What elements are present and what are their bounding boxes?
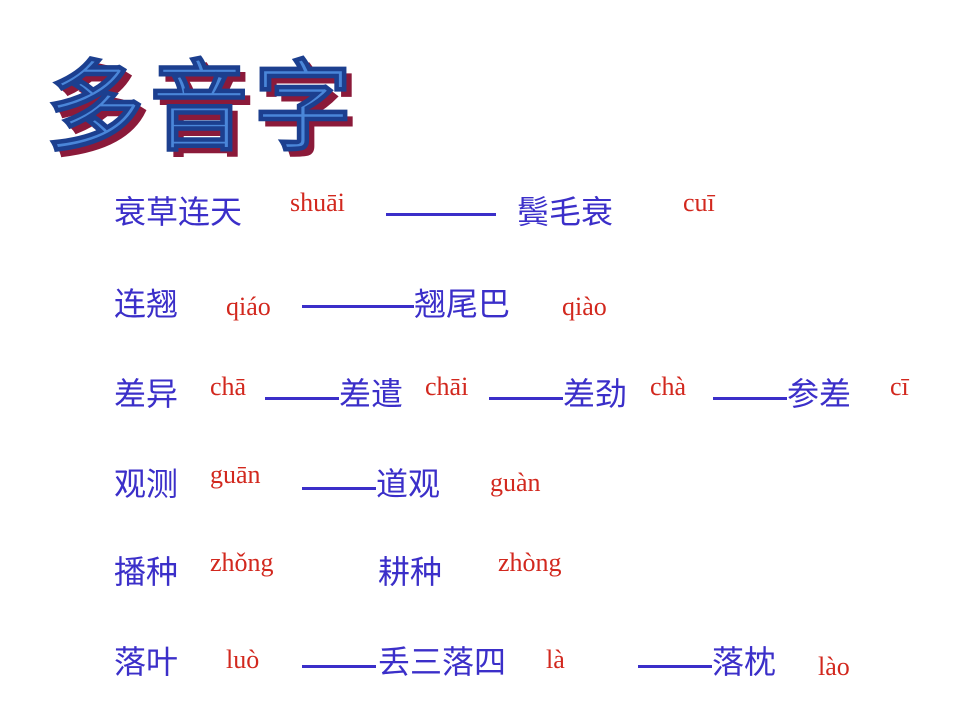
row6-word2: 丢三落四 <box>378 643 507 681</box>
row2-dash1 <box>302 305 414 308</box>
row3-dash2 <box>489 397 563 400</box>
row3-word1: 差异 <box>114 375 179 413</box>
row6-word3: 落枕 <box>712 643 777 681</box>
title-shadow: 多音字 <box>52 57 365 171</box>
row6-pinyin3: lào <box>818 652 850 681</box>
row3-word4: 参差 <box>787 375 852 413</box>
row3-dash1 <box>265 397 339 400</box>
row6-dash2 <box>638 665 712 668</box>
row2-word2: 翘尾巴 <box>414 285 511 323</box>
page-title: 多音字 多音字 <box>45 51 426 170</box>
row3-word3: 差劲 <box>563 375 628 413</box>
row4-word1: 观测 <box>114 465 179 503</box>
row5-word1: 播种 <box>114 553 179 591</box>
row5-pinyin2: zhòng <box>498 548 562 577</box>
row6-word1: 落叶 <box>114 643 179 681</box>
row4-dash1 <box>302 487 376 490</box>
row4-pinyin2: guàn <box>490 468 541 497</box>
row4-pinyin1: guān <box>210 460 261 489</box>
row3-pinyin2: chāi <box>425 372 469 401</box>
row2-pinyin2: qiào <box>562 292 607 321</box>
row2-word1: 连翘 <box>114 285 179 323</box>
row5-word2: 耕种 <box>378 553 443 591</box>
title-text: 多音字 <box>45 51 359 165</box>
row1-pinyin1: shuāi <box>290 188 345 217</box>
row2-pinyin1: qiáo <box>226 292 271 321</box>
row1-word2: 鬓毛衰 <box>517 193 614 231</box>
row6-dash1 <box>302 665 376 668</box>
row4-word2: 道观 <box>376 465 441 503</box>
row5-pinyin1: zhǒng <box>210 548 274 577</box>
row3-pinyin1: chā <box>210 372 247 401</box>
row1-dash1 <box>386 213 496 216</box>
row6-pinyin1: luò <box>226 645 260 674</box>
row1-pinyin2: cuī <box>683 188 715 217</box>
row1-word1: 衰草连天 <box>114 193 243 231</box>
row6-pinyin2: là <box>546 645 565 674</box>
row3-pinyin3: chà <box>650 372 687 401</box>
row3-pinyin4: cī <box>890 372 909 401</box>
row3-word2: 差遣 <box>339 375 404 413</box>
row3-dash3 <box>713 397 787 400</box>
